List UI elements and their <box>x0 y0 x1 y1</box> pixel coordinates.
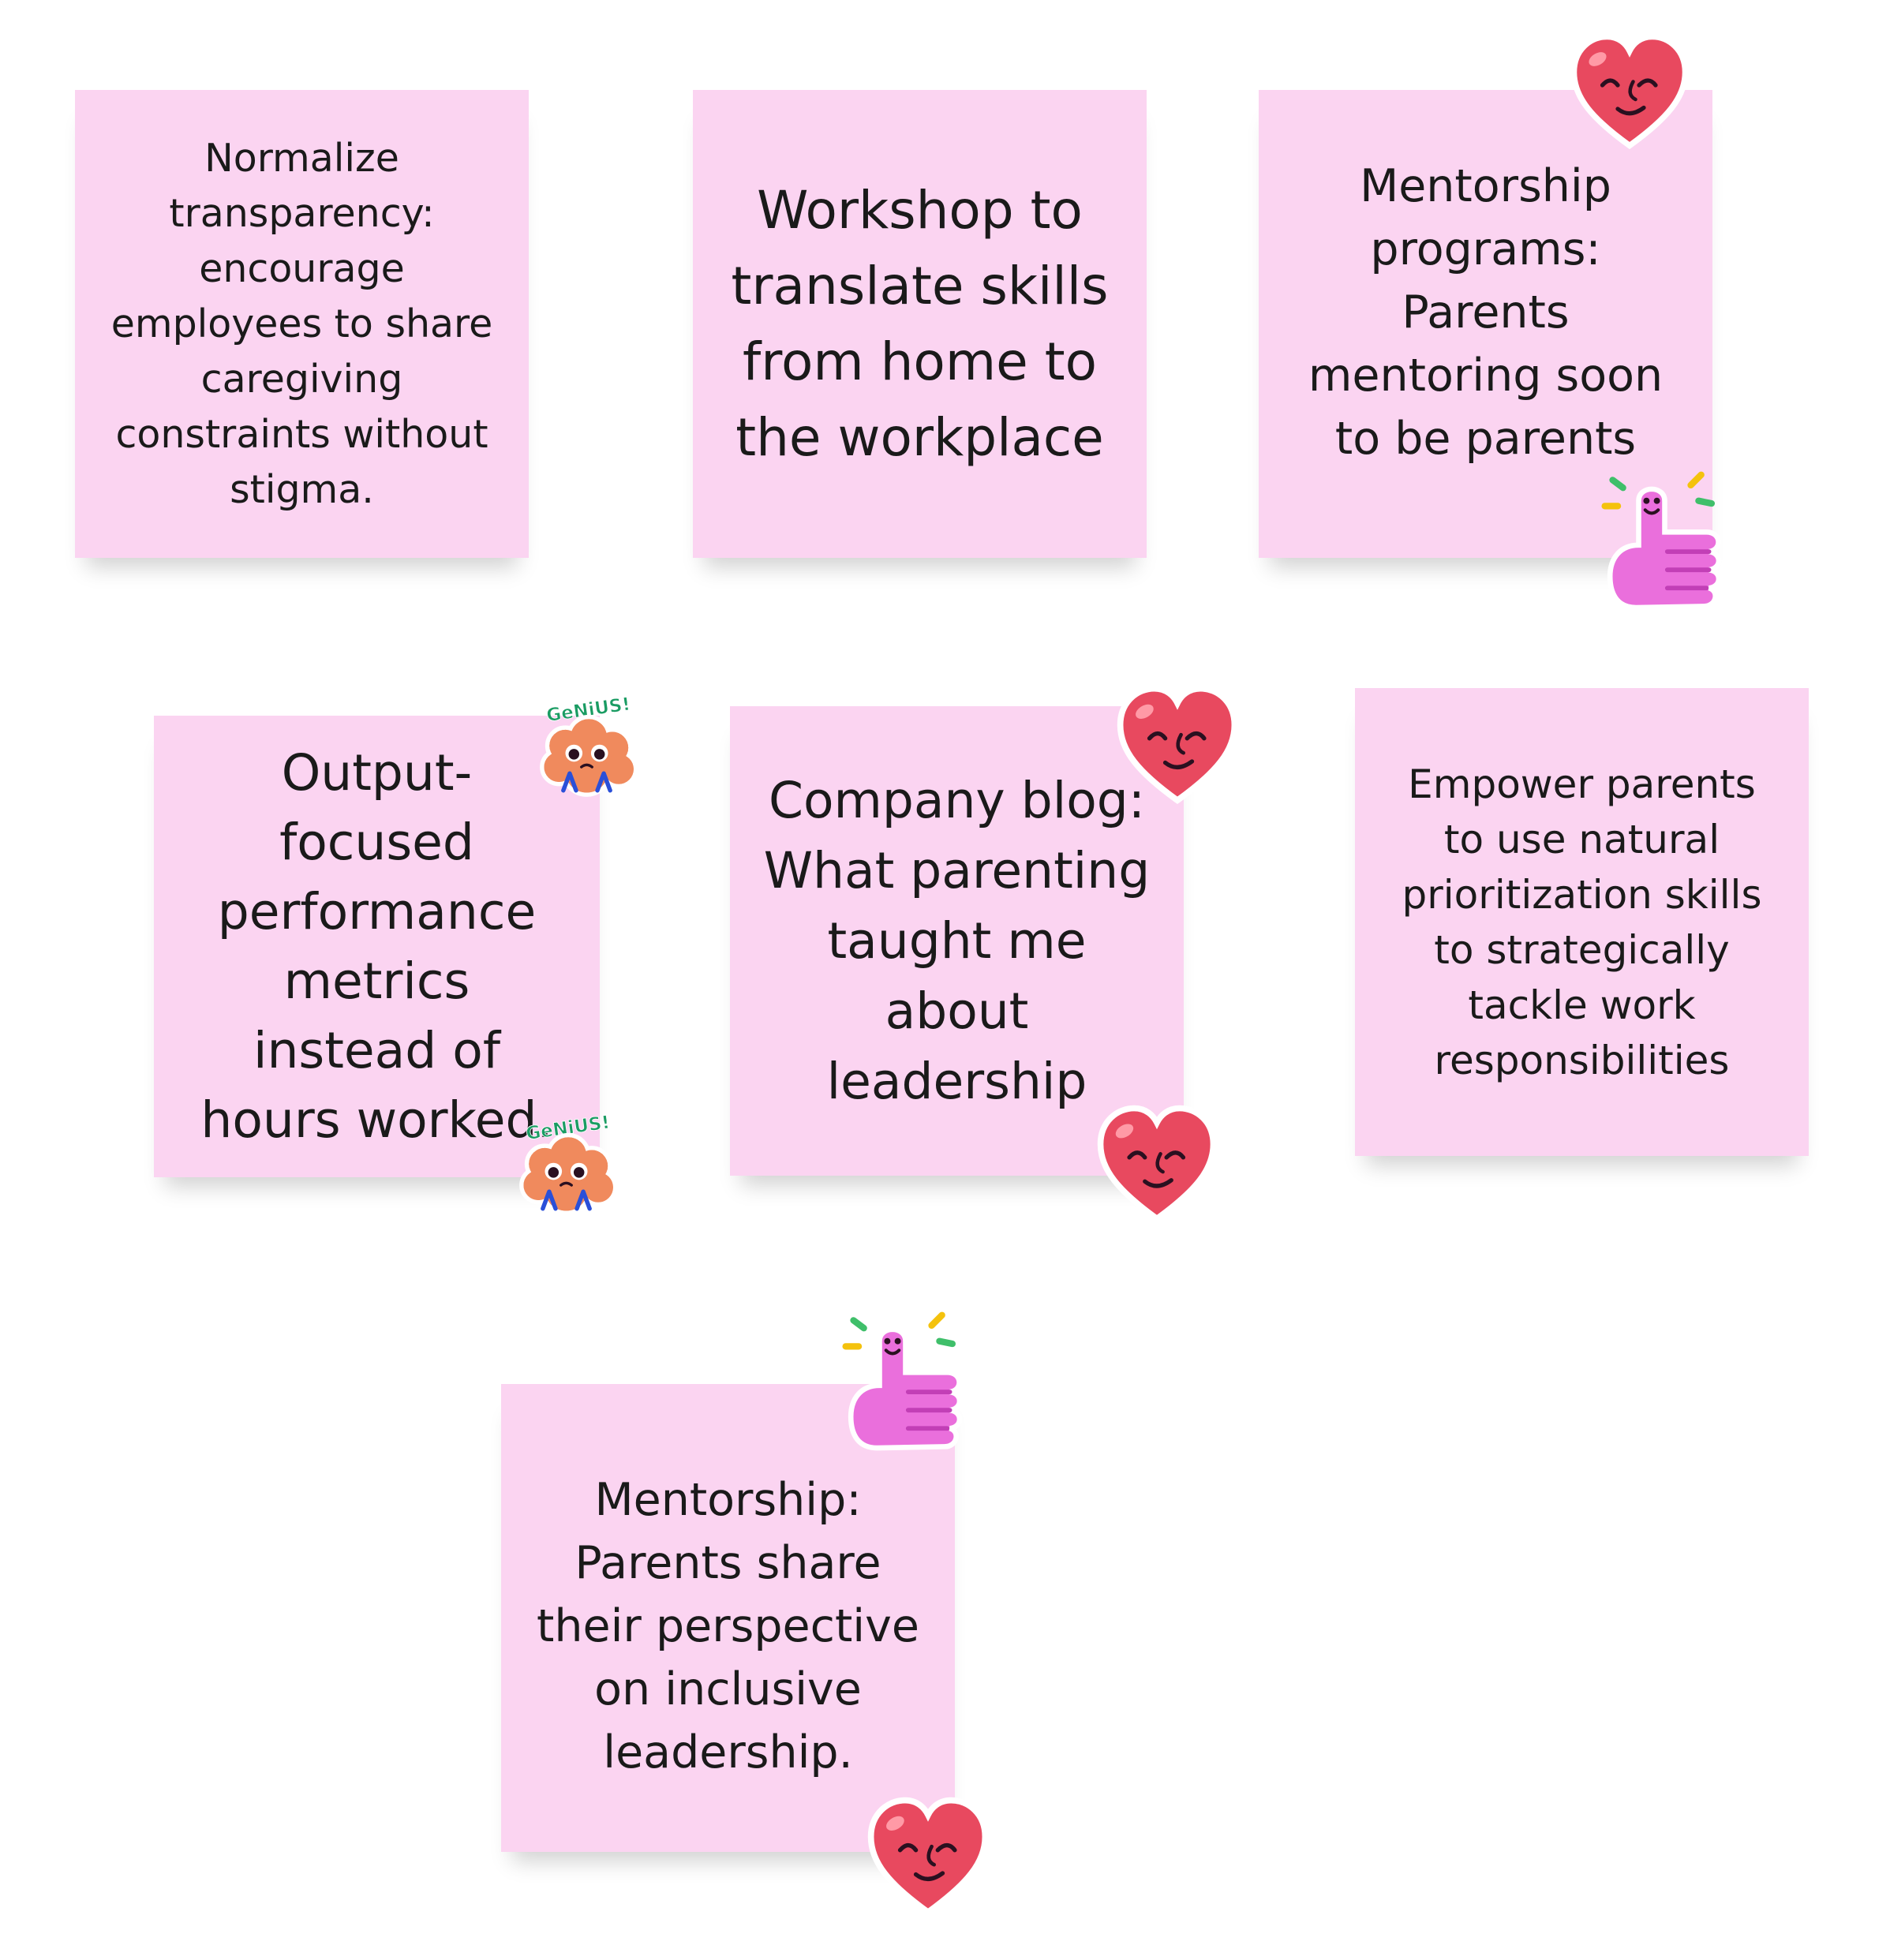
thumbs-up-icon[interactable] <box>840 1310 971 1460</box>
sticky-note-transparency[interactable]: Normalize transparency: encourage employ… <box>75 90 529 558</box>
sticky-note-workshop[interactable]: Workshop to translate skills from home t… <box>693 90 1147 558</box>
heart-smile-icon[interactable] <box>866 1797 990 1918</box>
sticky-note-company-blog[interactable]: Company blog: What parenting taught me a… <box>730 706 1184 1176</box>
sticky-note-text: Mentorship: Parents share their perspect… <box>537 1473 919 1779</box>
sticky-note-text: Empower parents to use natural prioritiz… <box>1402 761 1762 1083</box>
sticky-note-text: Mentorship programs: Parents mentoring s… <box>1308 159 1664 465</box>
brain-genius-icon[interactable]: GeNiUS! <box>513 1112 619 1227</box>
sticky-note-mentorship-programs[interactable]: Mentorship programs: Parents mentoring s… <box>1259 90 1712 558</box>
sticky-note-text: Company blog: What parenting taught me a… <box>763 772 1151 1110</box>
sticky-note-empower-parents[interactable]: Empower parents to use natural prioritiz… <box>1355 688 1809 1156</box>
sticky-note-text: Output-focused performance metrics inste… <box>200 743 553 1149</box>
thumbs-up-icon[interactable] <box>1600 469 1730 619</box>
sticky-note-output-metrics[interactable]: Output-focused performance metrics inste… <box>154 716 600 1177</box>
heart-smile-icon[interactable] <box>1569 33 1690 151</box>
heart-smile-icon[interactable] <box>1115 685 1240 806</box>
sticky-note-text: Workshop to translate skills from home t… <box>731 179 1109 468</box>
brain-genius-icon[interactable]: GeNiUS! <box>533 694 640 809</box>
sticky-note-inclusive-leadership[interactable]: Mentorship: Parents share their perspect… <box>501 1384 955 1852</box>
heart-smile-icon[interactable] <box>1095 1105 1219 1225</box>
sticky-note-text: Normalize transparency: encourage employ… <box>110 135 493 512</box>
